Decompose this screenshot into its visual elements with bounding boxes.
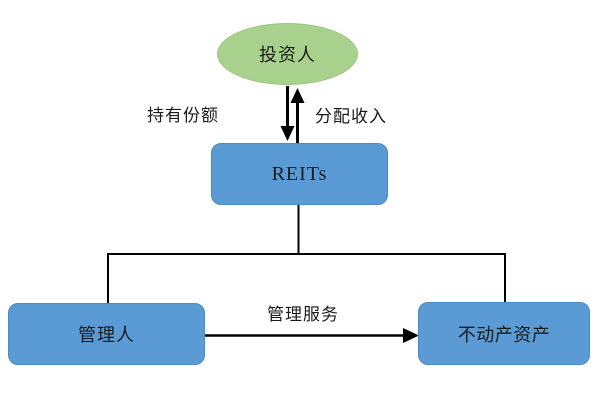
hold-shares-arrow bbox=[280, 86, 295, 141]
hold-shares-label: 持有份额 bbox=[147, 106, 219, 125]
manager-node: 管理人 bbox=[8, 303, 205, 365]
real-estate-node-label: 不动产资产 bbox=[457, 324, 551, 345]
investor-node: 投资人 bbox=[217, 23, 358, 85]
management-service-arrow bbox=[205, 328, 419, 343]
distribute-income-arrow bbox=[290, 88, 305, 143]
management-service-label: 管理服务 bbox=[267, 305, 339, 324]
distribute-income-label: 分配收入 bbox=[315, 107, 387, 126]
real-estate-node: 不动产资产 bbox=[418, 302, 590, 365]
manager-node-label: 管理人 bbox=[78, 325, 135, 345]
reits-node: REITs bbox=[211, 143, 388, 205]
tree-connector bbox=[107, 205, 506, 304]
investor-node-label: 投资人 bbox=[259, 45, 316, 65]
reits-node-label: REITs bbox=[271, 162, 328, 185]
